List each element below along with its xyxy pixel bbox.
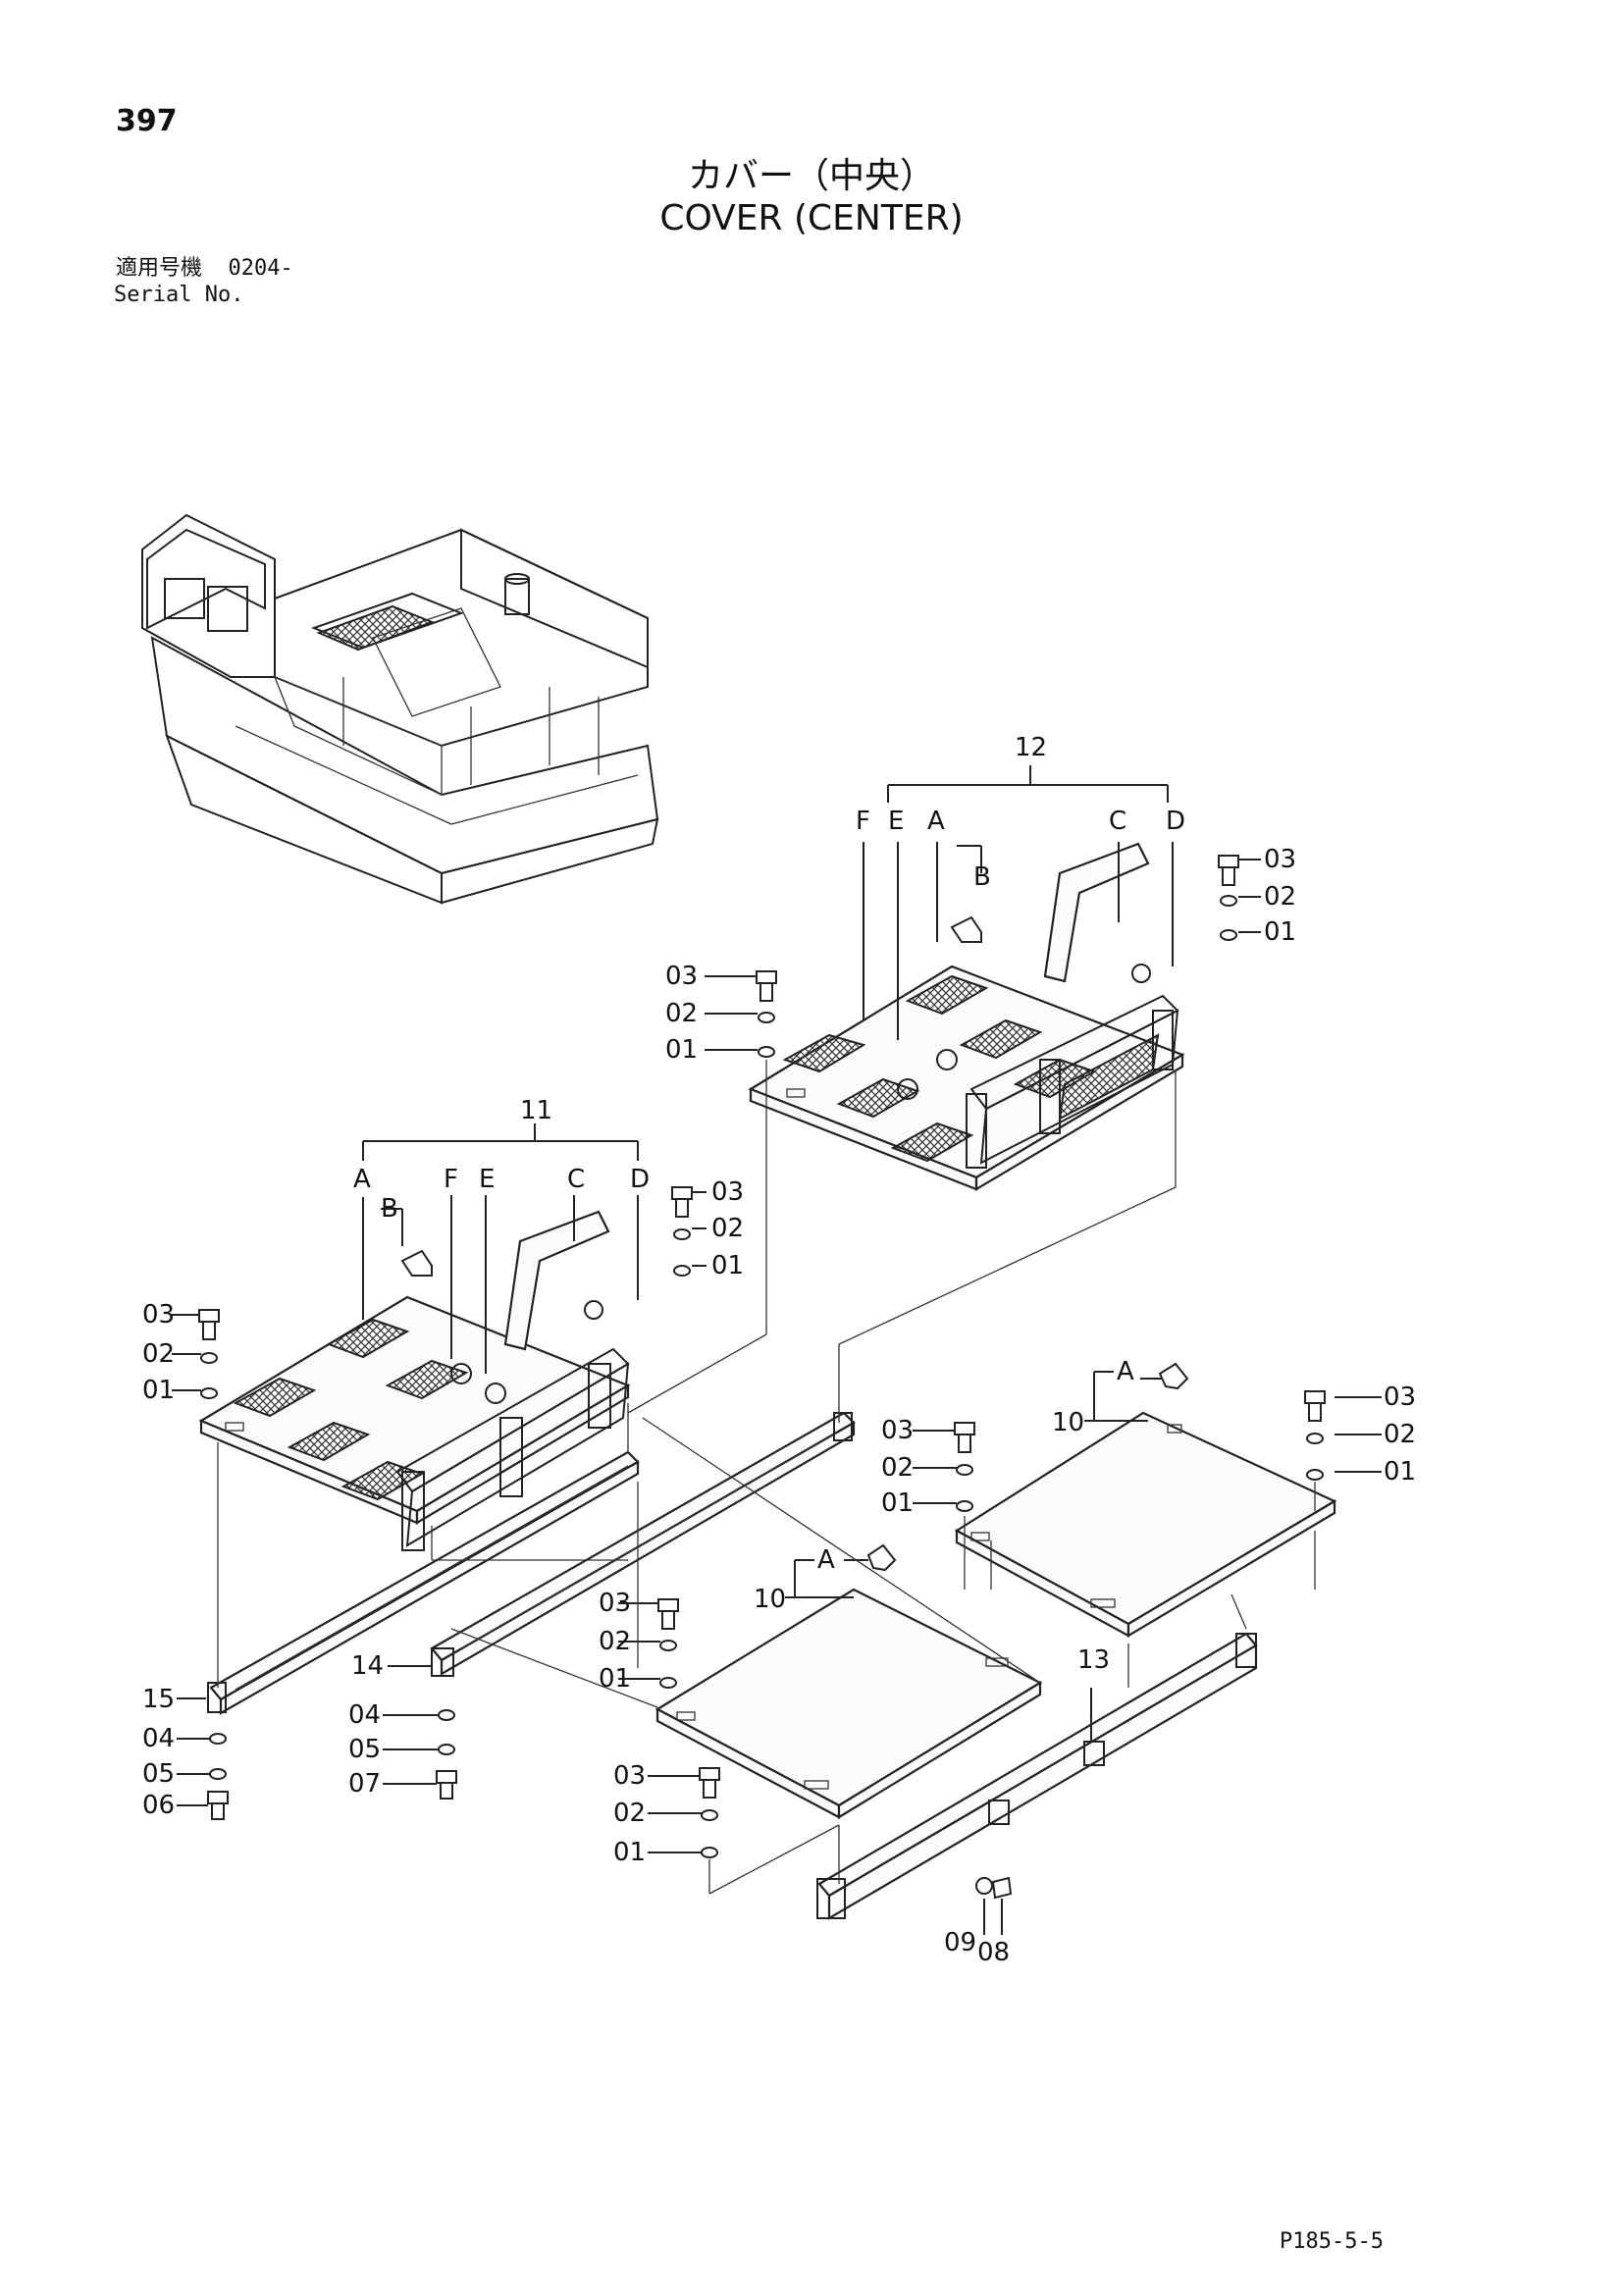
serial-label-jp: 適用号機 0204- [116,257,293,281]
fasteners [198,855,1326,1858]
callout-10-right-A: A [1117,1357,1134,1386]
callout-bottom-01: 01 [613,1838,646,1867]
callout-10-center-A: A [817,1545,835,1575]
bolt-03-left [198,1309,220,1399]
figure-reference: P185-5-5 [1280,2229,1384,2254]
serial-label-jp-text: 適用号機 [116,256,203,281]
cover-10-center [654,1543,1043,1819]
title-english: COVER (CENTER) [659,198,964,238]
cover-10-right [954,1362,1337,1638]
callout-15-05: 05 [142,1759,175,1789]
callout-10-center: 10 [754,1585,786,1614]
rail-14 [430,1411,856,1677]
callout-14-04: 04 [348,1700,381,1730]
bolt-03-mid [671,1186,693,1277]
callout-mid-01: 01 [665,1035,698,1065]
cover-assembly-12 [748,842,1185,1191]
callout-11-B: B [381,1194,398,1224]
callout-12-E: E [888,807,904,836]
callout-13: 13 [1077,1645,1110,1675]
callout-12-02: 02 [1264,882,1296,912]
callout-15: 15 [142,1685,175,1714]
callout-labels: 12 F E A C D B 03 02 01 03 02 01 11 A F … [142,733,1416,1967]
rail-13 [816,1632,1258,1920]
callout-mid-03: 03 [665,962,698,991]
callout-center-03: 03 [881,1416,914,1445]
callout-12-01: 01 [1264,917,1296,947]
callout-11-E: E [479,1165,495,1194]
callout-12-B: B [973,862,991,892]
callout-center-01: 01 [881,1488,914,1518]
callout-12: 12 [1015,733,1047,762]
bolt-03-upper-mid [756,970,777,1058]
callout-11-A: A [353,1165,371,1194]
machine-overview-illustration [141,513,659,905]
callout-12-D: D [1166,807,1185,836]
callout-lc-03: 03 [599,1589,631,1618]
rail-14-fasteners [436,1709,457,1800]
callout-11-02: 02 [711,1214,744,1243]
bolt-03-right [1304,1390,1326,1481]
rail-15 [207,1450,640,1715]
leader-lines [172,765,1382,1935]
cover-assembly-11 [198,1210,631,1551]
callout-15-06: 06 [142,1791,175,1820]
callout-right-01: 01 [1384,1457,1416,1487]
callout-12-C: C [1109,807,1126,836]
callout-left-01: 01 [142,1376,175,1405]
serial-label-en: Serial No. [114,283,244,307]
bolt-03-lower-center [657,1598,679,1689]
page-number: 397 [116,104,178,138]
callout-14: 14 [351,1651,384,1681]
callout-right-03: 03 [1384,1383,1416,1412]
rail-15-fasteners [207,1733,229,1820]
callout-left-03: 03 [142,1300,175,1330]
callout-12-A: A [927,807,945,836]
callout-bottom-02: 02 [613,1799,646,1828]
bolt-03-center [954,1422,975,1512]
callout-11-F: F [444,1165,458,1194]
callout-left-02: 02 [142,1339,175,1369]
callout-bottom-03: 03 [613,1761,646,1791]
serial-value: 0204- [228,256,293,281]
callout-10-right: 10 [1052,1408,1084,1437]
callout-12-03: 03 [1264,845,1296,874]
callout-14-07: 07 [348,1769,381,1799]
callout-12-F: F [856,807,870,836]
callout-15-04: 04 [142,1724,175,1753]
callout-11-D: D [630,1165,650,1194]
callout-lc-01: 01 [599,1664,631,1694]
callout-11-01: 01 [711,1251,744,1280]
callout-center-02: 02 [881,1453,914,1483]
bolt-03-upper-right [1218,855,1239,941]
callout-mid-02: 02 [665,999,698,1028]
title-japanese: カバー（中央） [687,156,935,196]
callout-08: 08 [977,1938,1010,1967]
bolt-03-bottom [699,1767,720,1858]
callout-right-02: 02 [1384,1420,1416,1449]
callout-lc-02: 02 [599,1627,631,1656]
callout-09: 09 [944,1928,976,1957]
callout-14-05: 05 [348,1735,381,1764]
callout-11: 11 [520,1096,552,1125]
callout-11-03: 03 [711,1177,744,1207]
callout-11-C: C [567,1165,585,1194]
